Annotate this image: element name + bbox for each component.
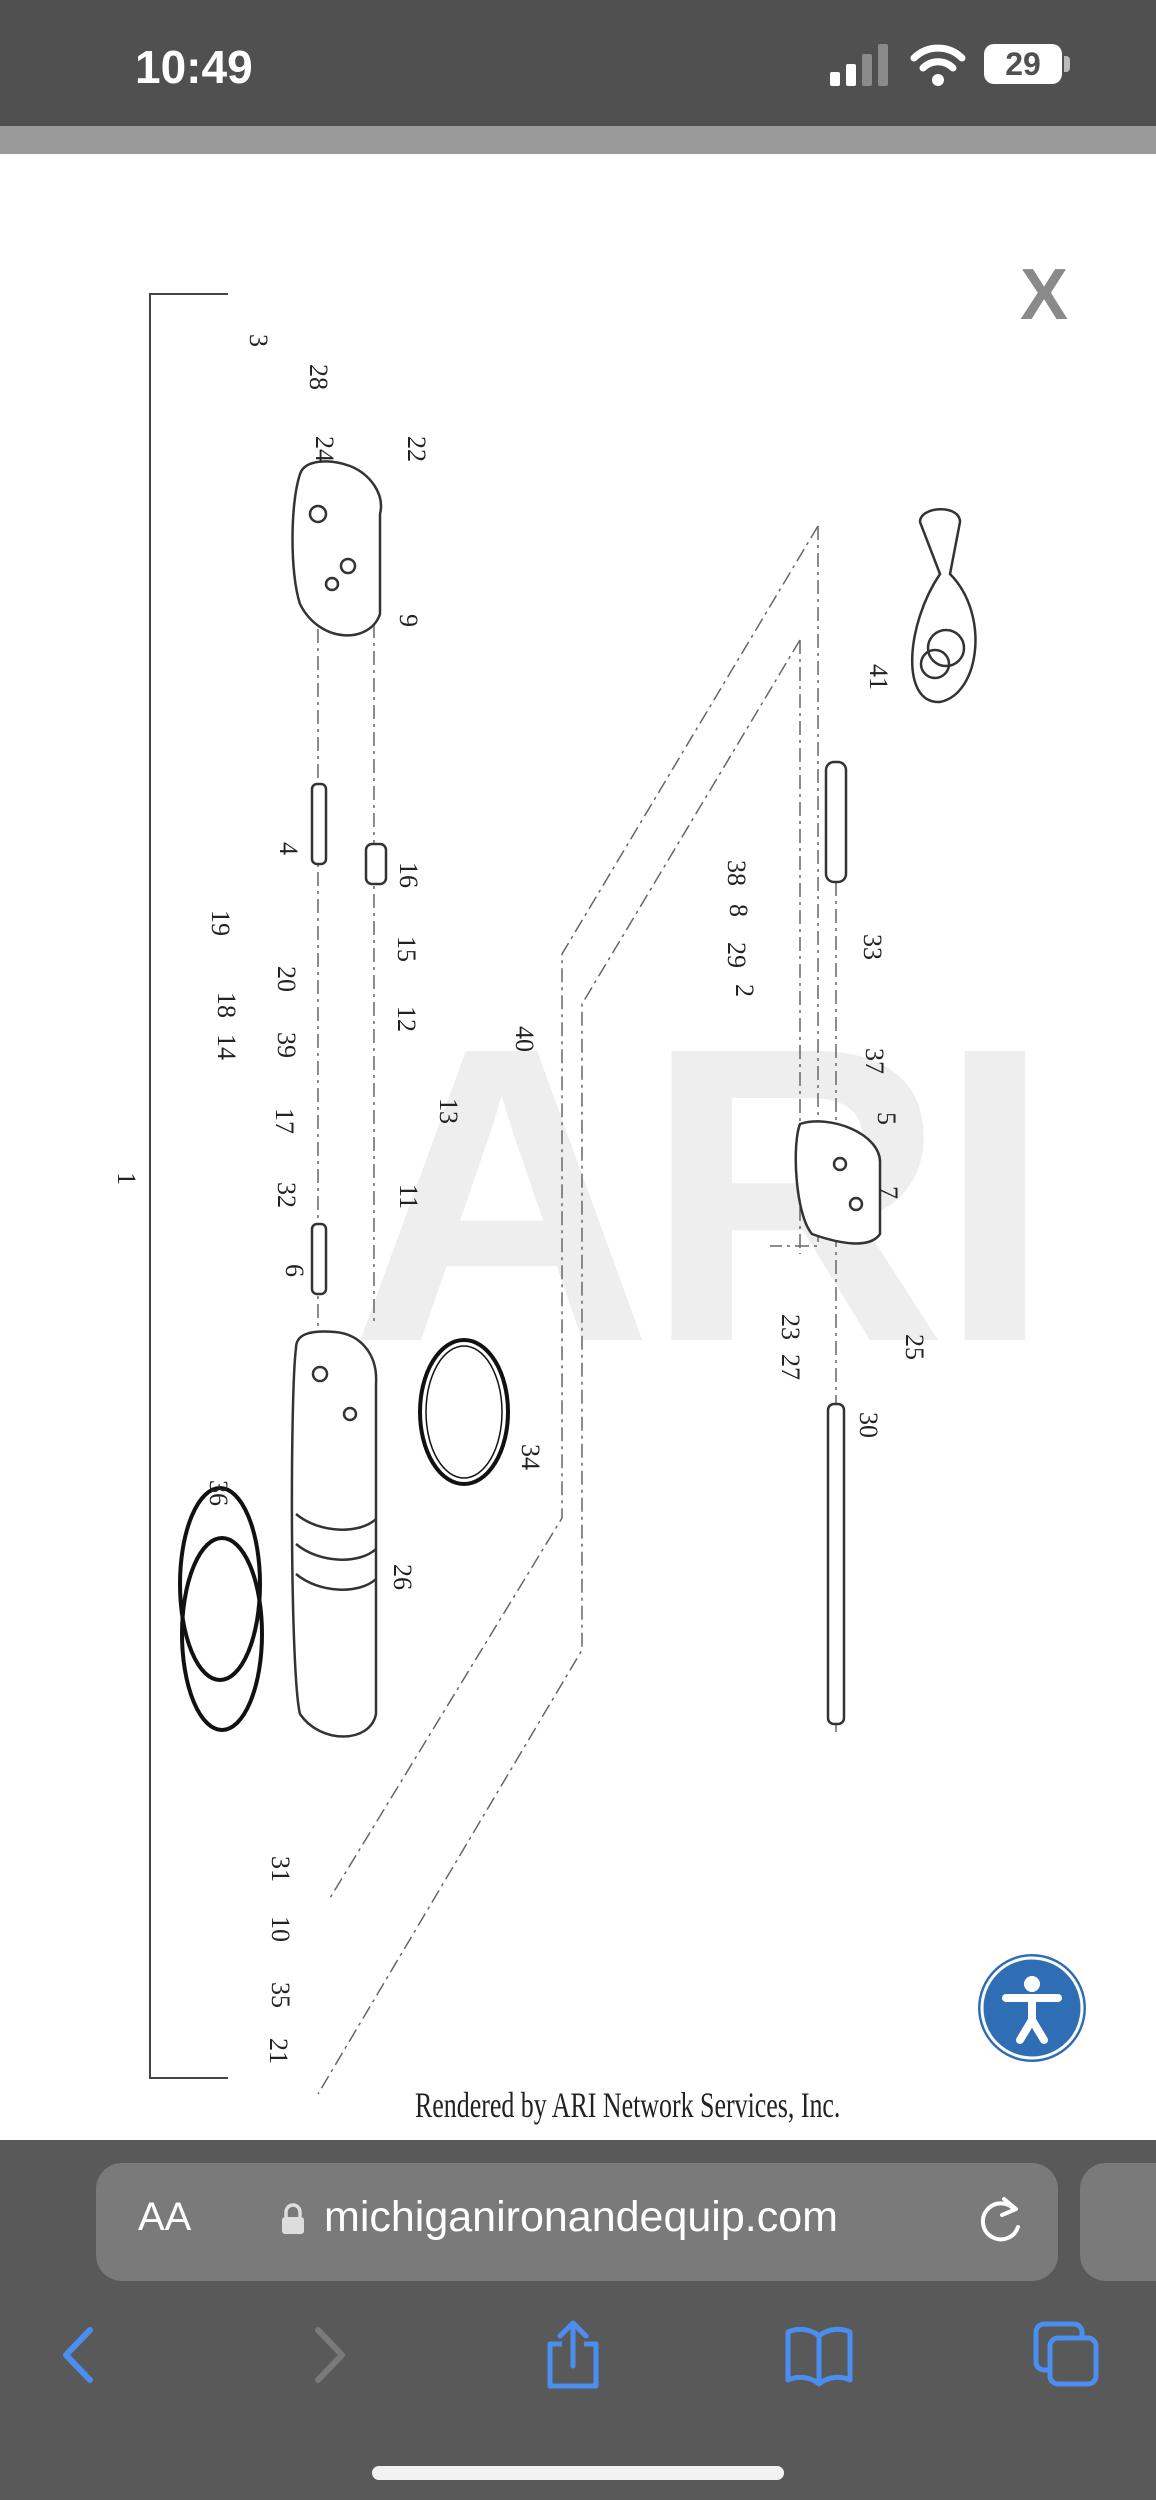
part-callout-29: 29 [722, 942, 751, 968]
part-callout-35: 35 [266, 1982, 295, 2008]
part-callout-39: 39 [272, 1032, 301, 1058]
part-callout-22: 22 [402, 436, 431, 462]
part-callout-30: 30 [854, 1412, 883, 1438]
next-tab-preview[interactable] [1080, 2163, 1156, 2281]
part-callout-38: 38 [722, 860, 751, 886]
battery-nub [1064, 56, 1070, 72]
part-callout-23: 23 [776, 1314, 805, 1340]
status-bar: 10:49 29 [0, 0, 1156, 126]
part-callout-19: 19 [206, 910, 235, 936]
part-callout-8: 8 [724, 904, 753, 917]
part-callout-14: 14 [212, 1034, 241, 1060]
part-callout-32: 32 [272, 1182, 301, 1208]
parts-diagram-page: ARI [0, 154, 1156, 2140]
url-text[interactable]: michiganironandequip.com [324, 2193, 838, 2241]
part-callout-24: 24 [310, 436, 339, 462]
part-callout-5: 5 [872, 1112, 901, 1125]
part-callout-11: 11 [394, 1184, 423, 1209]
forward-arrow-icon[interactable] [294, 2320, 364, 2390]
part-callout-10: 10 [266, 1916, 295, 1942]
part-callout-2: 2 [730, 984, 759, 997]
back-arrow-icon[interactable] [44, 2320, 114, 2390]
share-icon[interactable] [538, 2320, 608, 2390]
lock-icon [282, 2203, 304, 2234]
part-callout-15: 15 [392, 936, 421, 962]
reload-icon[interactable] [974, 2193, 1026, 2249]
text-size-button[interactable]: AA [138, 2195, 192, 2239]
part-callout-28: 28 [304, 364, 333, 390]
accessibility-icon [980, 1956, 1084, 2060]
exploded-parts-diagram: 1234567891011121314151617181920212223242… [112, 293, 977, 2095]
top-strip [0, 126, 1156, 154]
accessibility-button[interactable] [978, 1954, 1086, 2062]
status-time: 10:49 [135, 41, 253, 93]
part-callout-7: 7 [874, 1186, 903, 1199]
watermark: ARI [350, 961, 1053, 1430]
part-callout-3: 3 [244, 334, 273, 347]
part-callout-20: 20 [272, 966, 301, 992]
part-callout-27: 27 [776, 1354, 805, 1380]
part-callout-4: 4 [274, 842, 303, 855]
part-callout-12: 12 [392, 1006, 421, 1032]
part-callout-37: 37 [860, 1048, 889, 1074]
part-callout-40: 40 [510, 1026, 539, 1052]
cellular-signal-icon [830, 44, 888, 86]
credit-text: Rendered by ARI Network Services, Inc. [415, 2085, 841, 2125]
address-bar[interactable]: AA michiganironandequip.com [96, 2163, 1058, 2281]
home-indicator [372, 2466, 784, 2480]
book-icon[interactable] [784, 2320, 854, 2390]
part-callout-6: 6 [280, 1264, 309, 1277]
part-callout-1: 1 [112, 1172, 141, 1185]
part-callout-26: 26 [388, 1564, 417, 1590]
part-callout-31: 31 [266, 1856, 295, 1882]
part-callout-18: 18 [212, 992, 241, 1018]
part-callout-41: 41 [864, 664, 893, 690]
part-callout-16: 16 [394, 862, 423, 888]
part-callout-9: 9 [394, 614, 423, 627]
part-callout-25: 25 [900, 1334, 929, 1360]
part-callout-17: 17 [270, 1108, 299, 1134]
tabs-icon[interactable] [1032, 2320, 1102, 2390]
part-callout-34: 34 [516, 1444, 545, 1470]
part-callout-36: 36 [204, 1480, 233, 1506]
part-callout-33: 33 [858, 934, 887, 960]
wifi-icon [910, 44, 966, 86]
close-button[interactable]: X [1020, 255, 1069, 335]
battery-icon: 29 [984, 44, 1062, 84]
part-callout-21: 21 [264, 2038, 293, 2064]
part-callout-13: 13 [434, 1098, 463, 1124]
